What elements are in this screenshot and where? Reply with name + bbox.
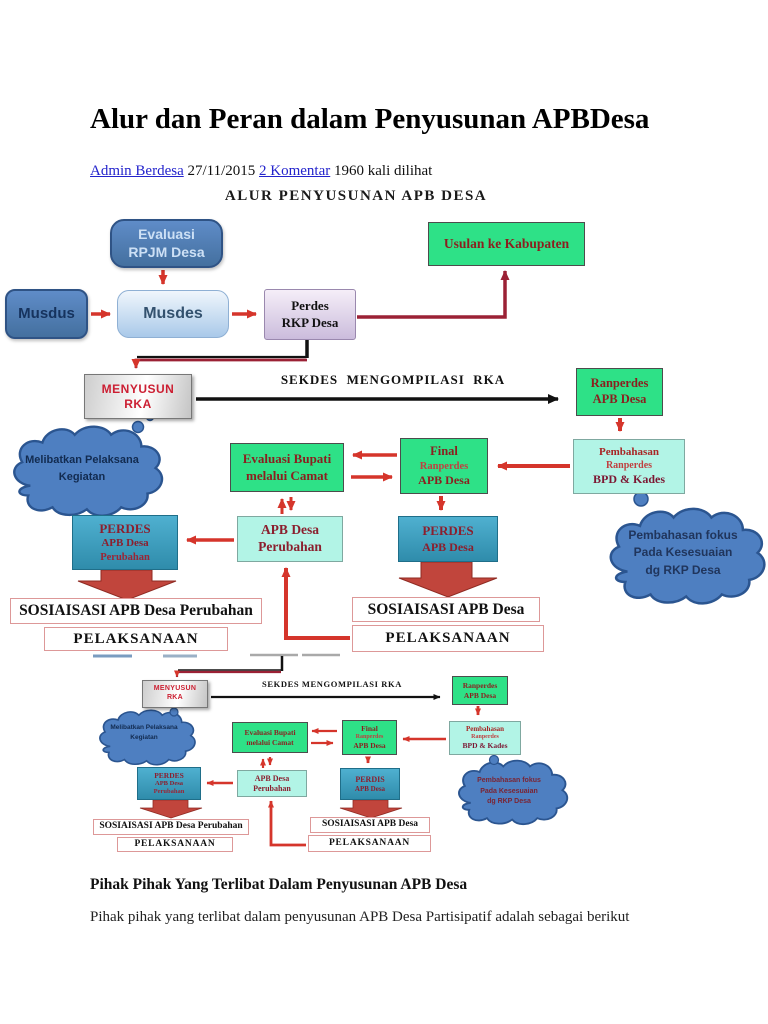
thought-bubble — [131, 420, 145, 434]
node-final-ranperdes: Final Ranperdes APB Desa — [400, 438, 488, 494]
mini-node-pelaksanaan-right: PELAKSANAAN — [308, 835, 431, 852]
cloud-right-text: Pembahasan fokus Pada Kesesuaian dg RKP … — [628, 528, 738, 577]
node-pembahasan-bpd: Pembahasan Ranperdes BPD & Kades — [573, 439, 685, 494]
block-arrow-perdesperubahan-down — [77, 569, 177, 601]
mini-node-pembahasan-bpd: Pembahasan Ranperdes BPD & Kades — [449, 721, 521, 755]
comments-link[interactable]: 2 Komentar — [259, 163, 331, 179]
section-paragraph: Pihak pihak yang terlibat dalam penyusun… — [90, 909, 630, 925]
mini-cloud-right-text: Pembahasan fokus Pada Kesesuaian dg RKP … — [477, 777, 541, 805]
arrow-pelaksanaan-to-apbperubahan — [281, 567, 350, 640]
mini-node-sosialisasi-perubahan: SOSIAISASI APB Desa Perubahan — [93, 819, 249, 835]
author-link[interactable]: Admin Berdesa — [90, 163, 184, 179]
node-musdes: Musdes — [117, 290, 229, 338]
node-pelaksanaan-left: PELAKSANAAN — [44, 627, 228, 651]
label-sekdes-mengompilasi: SEKDES MENGOMPILASI RKA — [280, 372, 506, 387]
node-apb-desa-perubahan: APB Desa Perubahan — [237, 516, 343, 562]
mini-node-evaluasi-bupati: Evaluasi Bupati melalui Camat — [232, 722, 308, 753]
arrow-perdes-to-usulan — [357, 270, 510, 319]
diagram-title: ALUR PENYUSUNAN APB DESA — [224, 188, 488, 204]
node-pelaksanaan-right: PELAKSANAAN — [352, 625, 544, 652]
thought-bubble — [633, 491, 649, 507]
node-sosialisasi-perubahan: SOSIAISASI APB Desa Perubahan — [10, 598, 262, 624]
mini-block-arrow-left — [139, 799, 203, 819]
mini-block-arrow-right — [339, 799, 403, 819]
view-count: 1960 kali dilihat — [334, 163, 433, 179]
node-usulan-kabupaten: Usulan ke Kabupaten — [428, 222, 585, 266]
meta-line: Admin Berdesa 27/11/2015 2 Komentar 1960… — [90, 163, 650, 180]
node-evaluasi-bupati: Evaluasi Bupati melalui Camat — [230, 443, 344, 492]
node-musdus: Musdus — [5, 289, 88, 339]
thought-bubble — [169, 707, 179, 717]
block-arrow-perdesapb-down — [398, 561, 498, 598]
cloud-left-text: Melibatkan Pelaksana Kegiatan — [25, 454, 139, 483]
mini-cloud-left-text: Melibatkan Pelaksana Kegiatan — [110, 724, 178, 742]
node-perdes-apb: PERDES APB Desa — [398, 516, 498, 562]
mini-label-sekdes: SEKDES MENGOMPILASI RKA — [262, 679, 402, 689]
mini-node-perdis-apb: PERDIS APB Desa — [340, 768, 400, 800]
mini-arrow-pelaksanaan-to-apb — [268, 800, 306, 847]
post-date: 27/11/2015 — [187, 163, 256, 179]
thought-bubble — [488, 754, 500, 766]
mini-node-menyusun-rka: MENYUSUN RKA — [142, 680, 208, 708]
node-perdes-apb-perubahan: PERDES APB Desa Perubahan — [72, 515, 178, 570]
node-evaluasi-rpjm: Evaluasi RPJM Desa — [110, 219, 223, 268]
node-sosialisasi: SOSIAISASI APB Desa — [352, 597, 540, 622]
page-title: Alur dan Peran dalam Penyusunan APBDesa — [90, 103, 650, 135]
node-menyusun-rka: MENYUSUN RKA — [84, 374, 192, 419]
node-ranperdes-apb: Ranperdes APB Desa — [576, 368, 663, 416]
mini-node-final-ranperdes: Final Ranperdes APB Desa — [342, 720, 397, 755]
arrow-elbow-to-menyusun — [131, 358, 307, 369]
mini-node-sosialisasi: SOSIAISASI APB Desa — [310, 817, 430, 833]
mini-node-ranperdes-apb: Ranperdes APB Desa — [452, 676, 508, 705]
section-heading: Pihak Pihak Yang Terlibat Dalam Penyusun… — [90, 876, 468, 893]
mini-node-apb-perubahan: APB Desa Perubahan — [237, 770, 307, 797]
node-perdes-rkp: Perdes RKP Desa — [264, 289, 356, 340]
mini-node-perdes-perubahan: PERDES APB Desa Perubahan — [137, 767, 201, 800]
mini-arrow-elbow-to-menyusun — [174, 670, 281, 678]
mini-node-pelaksanaan-left: PELAKSANAAN — [117, 837, 233, 852]
